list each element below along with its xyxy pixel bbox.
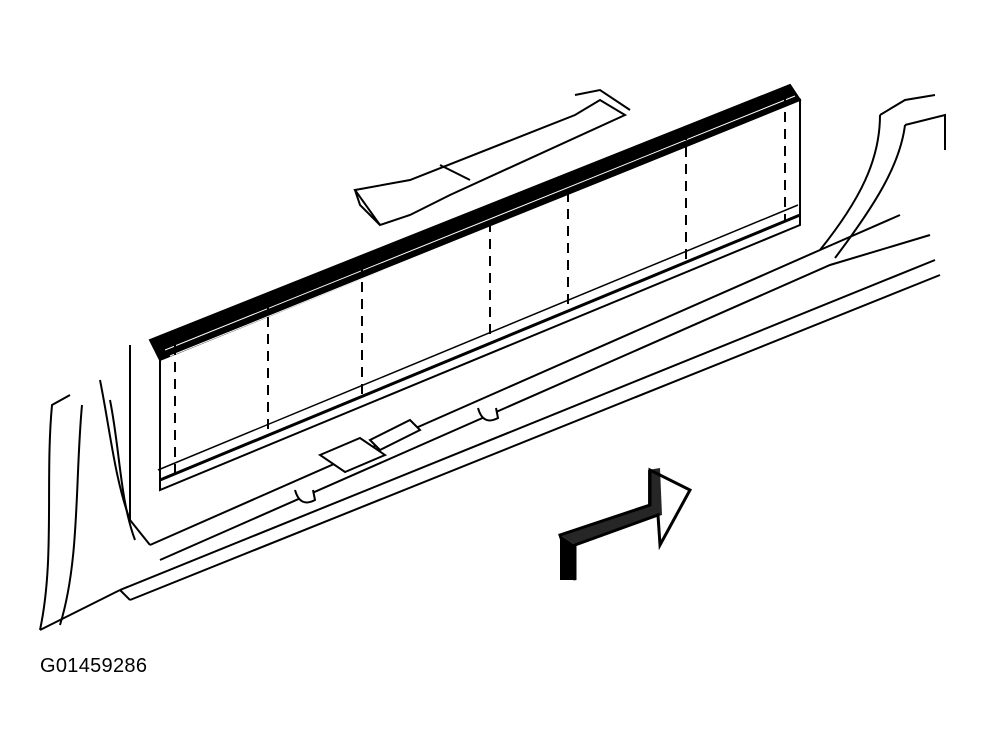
vehicle-body-side-outline <box>40 345 150 630</box>
figure-id-label: G01459286 <box>40 655 148 677</box>
support-arm <box>355 90 630 225</box>
alignment-lines <box>175 95 785 480</box>
front-direction-arrow <box>560 468 690 580</box>
running-board-step <box>150 85 800 490</box>
